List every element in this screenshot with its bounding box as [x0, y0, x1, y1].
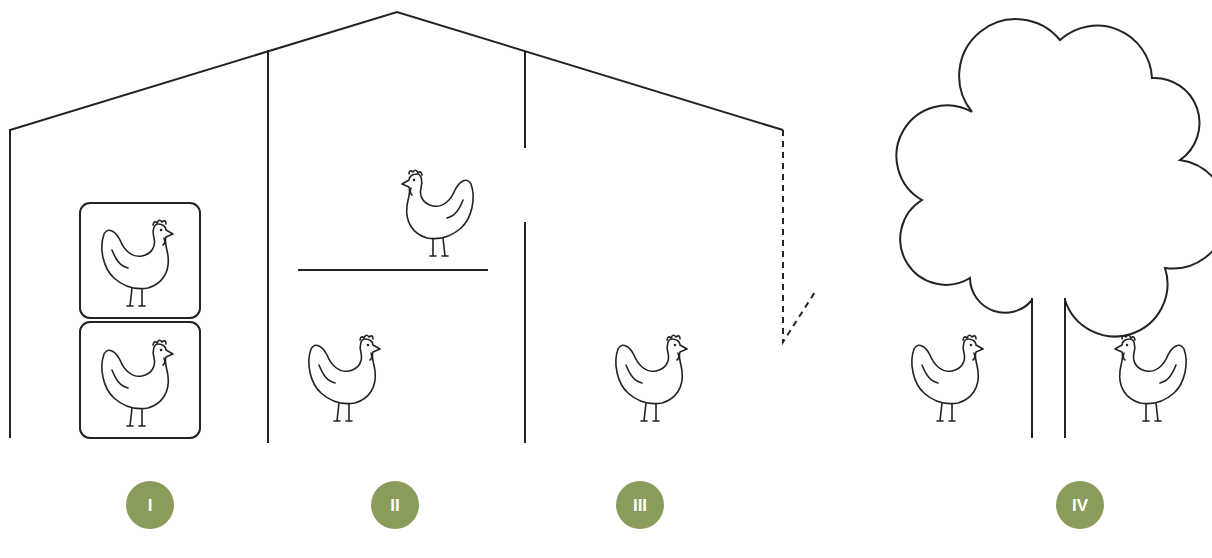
partition-wall	[267, 50, 269, 443]
section-numeral: IV	[1072, 497, 1088, 514]
tree-crown	[896, 19, 1212, 336]
hen	[912, 335, 983, 421]
open-door	[783, 130, 815, 342]
section-badge: II	[371, 481, 419, 529]
tree-trunk	[1032, 298, 1065, 438]
section-numeral: III	[633, 497, 647, 514]
hen	[402, 170, 473, 256]
badge-fill	[371, 481, 419, 529]
cage	[80, 322, 200, 438]
tree	[896, 19, 1212, 438]
hen	[616, 335, 687, 421]
section-numeral: II	[390, 497, 399, 514]
section-badge: III	[616, 481, 664, 529]
barn	[10, 12, 815, 443]
partition-wall-with-opening	[524, 52, 526, 443]
hens	[102, 170, 1186, 426]
badge-fill	[126, 481, 174, 529]
section-numeral: I	[148, 497, 153, 514]
hen	[309, 335, 380, 421]
perch-shelf	[298, 269, 488, 271]
section-badge: IV	[1056, 481, 1104, 529]
hen	[1115, 335, 1186, 421]
hen	[102, 340, 173, 426]
hen	[102, 220, 173, 306]
badge-fill	[1056, 481, 1104, 529]
section-badge: I	[126, 481, 174, 529]
barn-outline	[10, 12, 783, 438]
badge-fill	[616, 481, 664, 529]
cage	[80, 203, 200, 318]
